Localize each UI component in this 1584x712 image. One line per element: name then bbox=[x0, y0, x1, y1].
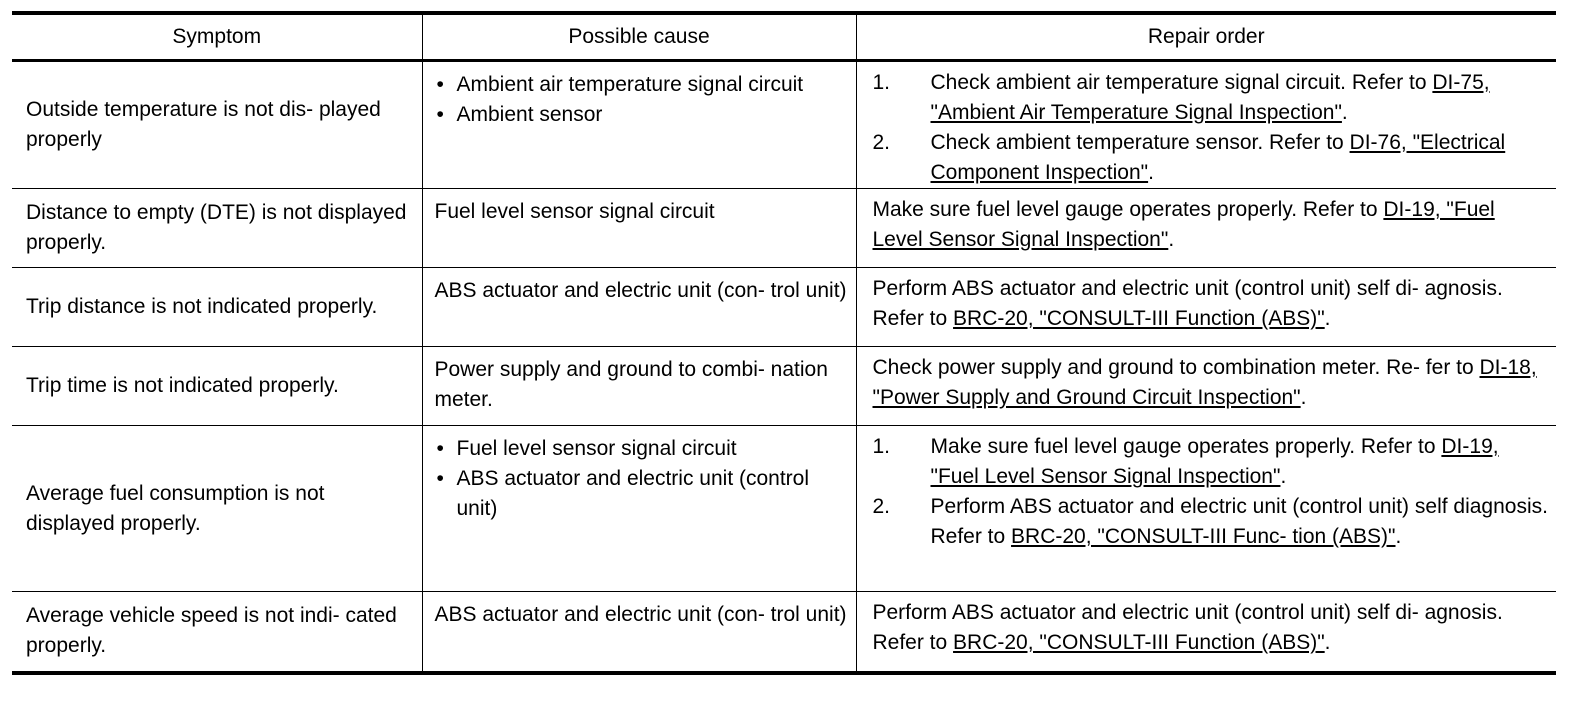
repair-cell: Check power supply and ground to combina… bbox=[855, 346, 1556, 426]
table-row: Average vehicle speed is not indi- cated… bbox=[12, 591, 1556, 673]
repair-steps: 1.Make sure fuel level gauge operates pr… bbox=[873, 432, 1551, 552]
header-possible-cause: Possible cause bbox=[421, 13, 857, 62]
list-item: 2.Perform ABS actuator and electric unit… bbox=[872, 495, 1548, 548]
bullet-icon: • bbox=[436, 73, 444, 96]
reference-link[interactable]: DI-76, "Electrical Component Inspection" bbox=[930, 131, 1506, 184]
list-item: 2.Check ambient temperature sensor. Refe… bbox=[872, 131, 1506, 184]
cause-cell: Fuel level sensor signal circuit bbox=[421, 188, 857, 268]
symptom-cell: Distance to empty (DTE) is not displayed… bbox=[12, 188, 423, 268]
cause-list: •Ambient air temperature signal circuit … bbox=[435, 70, 848, 130]
cause-cell: Power supply and ground to combi- nation… bbox=[421, 346, 857, 426]
list-item: 1.Make sure fuel level gauge operates pr… bbox=[872, 435, 1499, 488]
symptom-table: Symptom Possible cause Repair order Outs… bbox=[12, 11, 1556, 675]
reference-link[interactable]: BRC-20, "CONSULT-III Func- tion (ABS)" bbox=[1011, 525, 1396, 548]
symptom-cell: Trip time is not indicated properly. bbox=[12, 346, 423, 426]
cause-cell: •Ambient air temperature signal circuit … bbox=[421, 60, 857, 189]
table-row: Trip distance is not indicated properly.… bbox=[12, 267, 1556, 347]
reference-link[interactable]: DI-75, "Ambient Air Temperature Signal I… bbox=[930, 71, 1490, 124]
table-row: Trip time is not indicated properly. Pow… bbox=[12, 346, 1556, 426]
list-item: •Ambient air temperature signal circuit bbox=[435, 70, 848, 100]
repair-cell: 1.Check ambient air temperature signal c… bbox=[855, 60, 1556, 189]
list-item: •Ambient sensor bbox=[435, 100, 848, 130]
header-repair-order: Repair order bbox=[855, 13, 1556, 62]
table-row: Outside temperature is not dis- played p… bbox=[12, 60, 1556, 189]
reference-link[interactable]: DI-18, "Power Supply and Ground Circuit … bbox=[872, 356, 1537, 409]
symptom-cell: Outside temperature is not dis- played p… bbox=[12, 60, 423, 189]
reference-link[interactable]: BRC-20, "CONSULT-III Function (ABS)" bbox=[953, 631, 1325, 654]
bullet-icon: • bbox=[436, 437, 444, 460]
symptom-table-container: Symptom Possible cause Repair order Outs… bbox=[12, 11, 1556, 675]
reference-link[interactable]: DI-19, "Fuel Level Sensor Signal Inspect… bbox=[872, 198, 1495, 251]
list-item: •ABS actuator and electric unit (control… bbox=[435, 464, 848, 524]
cause-cell: ABS actuator and electric unit (con- tro… bbox=[421, 591, 857, 673]
repair-cell: 1.Make sure fuel level gauge operates pr… bbox=[855, 425, 1556, 592]
table-row: Average fuel consumption is not displaye… bbox=[12, 425, 1556, 592]
reference-link[interactable]: DI-19, "Fuel Level Sensor Signal Inspect… bbox=[930, 435, 1499, 488]
repair-cell: Perform ABS actuator and electric unit (… bbox=[855, 591, 1556, 673]
table-header-row: Symptom Possible cause Repair order bbox=[12, 13, 1556, 62]
list-item: 1.Check ambient air temperature signal c… bbox=[872, 71, 1490, 124]
bullet-icon: • bbox=[436, 467, 444, 490]
header-symptom: Symptom bbox=[12, 13, 423, 62]
repair-steps: 1.Check ambient air temperature signal c… bbox=[873, 68, 1551, 188]
cause-cell: •Fuel level sensor signal circuit •ABS a… bbox=[421, 425, 857, 592]
reference-link[interactable]: BRC-20, "CONSULT-III Function (ABS)" bbox=[953, 307, 1325, 330]
symptom-cell: Average fuel consumption is not displaye… bbox=[12, 425, 423, 592]
cause-list: •Fuel level sensor signal circuit •ABS a… bbox=[435, 434, 848, 524]
cause-cell: ABS actuator and electric unit (con- tro… bbox=[421, 267, 857, 347]
list-item: •Fuel level sensor signal circuit bbox=[435, 434, 848, 464]
bullet-icon: • bbox=[436, 103, 444, 126]
symptom-cell: Average vehicle speed is not indi- cated… bbox=[12, 591, 423, 673]
repair-cell: Perform ABS actuator and electric unit (… bbox=[855, 267, 1556, 347]
table-row: Distance to empty (DTE) is not displayed… bbox=[12, 188, 1556, 268]
repair-cell: Make sure fuel level gauge operates prop… bbox=[855, 188, 1556, 268]
symptom-cell: Trip distance is not indicated properly. bbox=[12, 267, 423, 347]
